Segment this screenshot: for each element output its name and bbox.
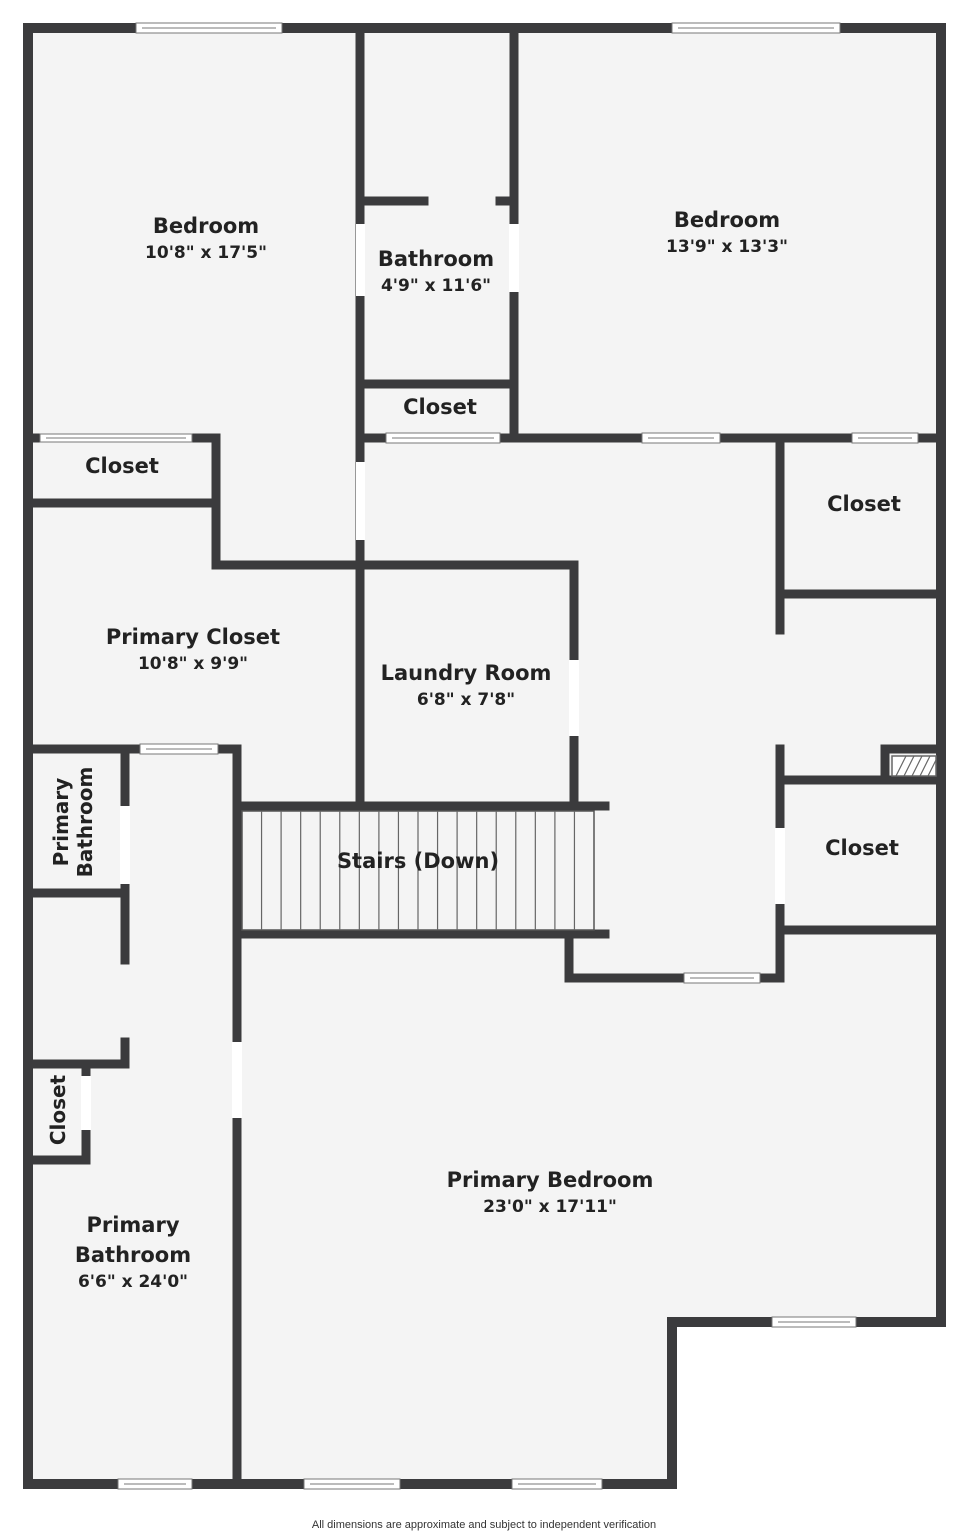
hatch-box [891,755,937,777]
room-name: Primary Bedroom [447,1168,654,1192]
room-name: Closet [827,492,901,516]
room-primary-closet: Primary Closet 10'8" x 9'9" [106,625,280,674]
room-closet-right-top: Closet [827,492,901,516]
floor-area [28,28,941,1484]
room-laundry: Laundry Room 6'8" x 7'8" [381,661,552,710]
room-dimensions: 6'8" x 7'8" [417,690,515,710]
room-name: Closet [403,395,477,419]
room-bedroom-right: Bedroom 13'9" x 13'3" [666,208,788,257]
room-dimensions: 13'9" x 13'3" [666,237,788,257]
room-primary-bathroom: Primary Bathroom 6'6" x 24'0" [75,1213,191,1292]
room-dimensions: 10'8" x 9'9" [138,654,248,674]
room-name-line1: Primary [86,1213,179,1237]
room-dimensions: 4'9" x 11'6" [381,276,491,296]
room-name: Bedroom [153,214,259,238]
room-name: Laundry Room [381,661,552,685]
room-closet-mid: Closet [403,395,477,419]
room-closet-left: Closet [85,454,159,478]
room-name-line2: Bathroom [73,767,97,878]
room-name: Closet [46,1074,70,1145]
room-dimensions: 10'8" x 17'5" [145,243,267,263]
room-dimensions: 6'6" x 24'0" [78,1272,188,1292]
room-name: Bedroom [674,208,780,232]
room-bathroom: Bathroom 4'9" x 11'6" [378,247,494,296]
room-name: Closet [85,454,159,478]
room-primary-bedroom: Primary Bedroom 23'0" x 17'11" [447,1168,654,1217]
disclaimer-text: All dimensions are approximate and subje… [312,1519,656,1531]
room-name: Primary Closet [106,625,280,649]
windows [39,22,919,1490]
room-stairs: Stairs (Down) [337,849,499,873]
room-bedroom-left: Bedroom 10'8" x 17'5" [145,214,267,263]
room-closet-right-bottom: Closet [825,836,899,860]
room-primary-bathroom-small: Primary Bathroom [49,767,97,878]
room-name: Stairs (Down) [337,849,499,873]
room-closet-vertical: Closet [46,1074,70,1145]
room-dimensions: 23'0" x 17'11" [483,1197,617,1217]
stair-treads [241,810,595,931]
room-name-line2: Bathroom [75,1243,191,1267]
room-name: Closet [825,836,899,860]
room-name: Bathroom [378,247,494,271]
door-openings [81,224,785,1130]
room-name-line1: Primary [49,778,73,867]
